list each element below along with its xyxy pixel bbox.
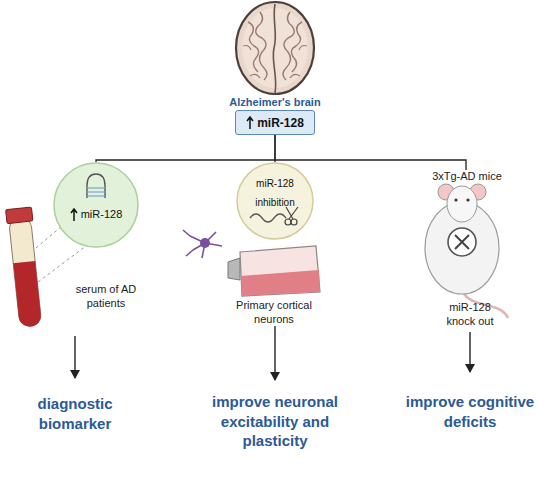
caption-label: serum of AD patients <box>65 283 147 311</box>
circle-text-block: miR-128 inhibition <box>247 173 303 211</box>
outcome-text: improve neuronal excitability and plasti… <box>190 392 360 451</box>
tube-blood <box>13 261 42 328</box>
heading-label: Alzheimer's brain <box>205 96 345 108</box>
tube-cap <box>6 207 33 224</box>
down-arrow <box>274 326 275 380</box>
neuron-dendrite <box>183 230 222 258</box>
brain-gyrus <box>283 12 294 80</box>
rna-basepair <box>87 191 105 192</box>
up-arrow-line <box>247 117 253 129</box>
down-arrow <box>469 332 470 372</box>
caption-label: Primary cortical neurons <box>224 299 324 327</box>
up-arrow-symbol <box>246 116 254 130</box>
circle-text-block: miR-128 <box>56 204 136 223</box>
circle-text: miR-128 <box>81 208 123 220</box>
caption-label: 3xTg-AD mice <box>417 170 517 184</box>
circle-outline <box>54 163 138 247</box>
scissors-handle <box>285 219 291 225</box>
mouse-illustration <box>425 184 508 318</box>
down-arrow <box>74 336 75 378</box>
highlight-box: miR-128 <box>235 110 315 135</box>
up-arrow-symbol <box>70 208 78 222</box>
scissors-handle <box>291 219 297 225</box>
circle-node: miR-128 inhibition <box>236 162 314 240</box>
mouse-eye <box>454 198 457 201</box>
circle-node: miR-128 <box>53 162 139 248</box>
brain-illustration <box>236 2 314 94</box>
circle-text: miR-128 inhibition <box>255 178 294 208</box>
brain-outline <box>236 2 314 94</box>
connector-line <box>96 135 275 162</box>
branch-line <box>275 160 466 170</box>
brain-fissure <box>273 4 276 93</box>
scissors-blade <box>286 207 298 219</box>
rna-hairpin <box>87 174 105 198</box>
outcome-text: diagnostic biomarker <box>20 394 130 433</box>
connector-line <box>274 135 275 162</box>
brain-gyrus <box>256 12 267 80</box>
rna-basepair <box>87 195 105 196</box>
brain-sulcus <box>243 46 307 79</box>
outcome-text: improve cognitive deficits <box>400 392 540 431</box>
mouse-eye <box>466 198 469 201</box>
knockout-cross <box>455 235 469 249</box>
rna-strand <box>250 214 286 222</box>
knockout-symbol <box>448 228 476 256</box>
mouse-head <box>447 186 477 222</box>
culture-flask <box>228 246 320 296</box>
flask-cap <box>228 258 240 280</box>
flask-body <box>240 246 320 296</box>
box-text: miR-128 <box>257 116 304 130</box>
tube-body <box>9 217 42 327</box>
caption-label: miR-128 knock out <box>434 301 506 329</box>
circle-shape <box>53 162 139 248</box>
rna-basepair <box>87 187 105 188</box>
neuron-illustration <box>183 230 222 258</box>
up-arrow-line <box>71 209 77 221</box>
circle-outline <box>237 163 313 239</box>
flask-medium <box>241 270 320 296</box>
blood-tube <box>6 207 44 328</box>
neuron-soma <box>200 238 210 248</box>
